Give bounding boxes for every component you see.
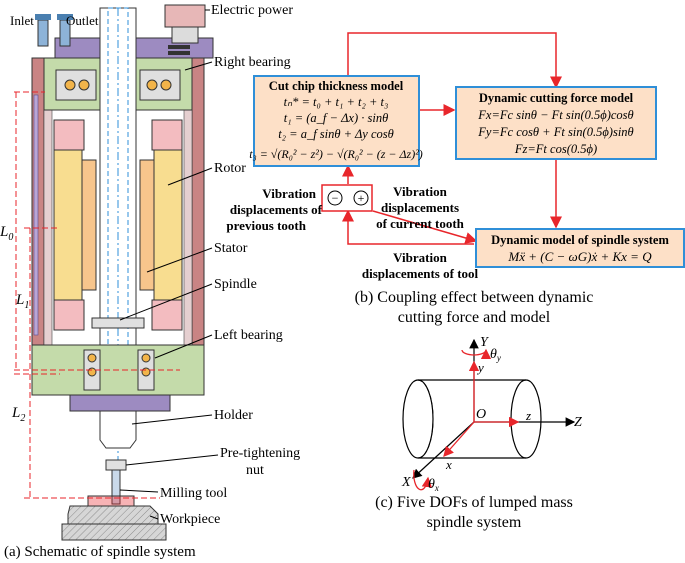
- pretightening-label-1: Pre-tightening: [220, 446, 300, 461]
- L0-label: L0: [0, 224, 13, 243]
- stator-left: [81, 159, 97, 291]
- housing-right-wall: [191, 57, 205, 369]
- caption-a: (a) Schematic of spindle system: [4, 544, 196, 560]
- inlet-label: Inlet: [10, 13, 34, 28]
- electric-power-box: [164, 4, 206, 28]
- cutting-force-box: [455, 86, 657, 160]
- X-axis: [412, 421, 475, 479]
- chip-eq4: t₃ = √(R₀² − z²) − √(R₀² − (z − Δz)²): [249, 147, 423, 161]
- dyn-title: Dynamic model of spindle system: [491, 233, 669, 247]
- electric-power-label: Electric power: [211, 3, 293, 18]
- theta-y-rotation: [461, 348, 492, 360]
- cur-tooth-2: displacements: [381, 200, 459, 215]
- pretightening-label-2: nut: [246, 463, 264, 478]
- chip-eq2: t₁ = (a_f − Δx) · sinθ: [284, 111, 388, 125]
- theta-x-label: θx: [428, 477, 439, 493]
- plus-sign: +: [358, 191, 365, 205]
- y-label: y: [476, 360, 484, 375]
- z-label: z: [525, 408, 531, 423]
- holder-label: Holder: [214, 408, 253, 423]
- minus-sign: −: [332, 191, 339, 205]
- rotor-label: Rotor: [214, 161, 246, 176]
- Z-label: Z: [574, 415, 582, 430]
- power-connector: [171, 26, 199, 44]
- prev-tooth-2: displacements of: [230, 202, 323, 217]
- coupling-diagram: Cut chip thickness model tₙ* = t₀ + t₁ +…: [226, 32, 685, 326]
- dynamic-model-box: [475, 228, 685, 268]
- force-eq1: Fx=Fc sinθ − Ft sin(0.5ϕ)cosθ: [477, 108, 633, 122]
- right-bearing-label: Right bearing: [214, 55, 291, 70]
- chip-title: Cut chip thickness model: [269, 79, 404, 93]
- outlet-label: Outlet: [66, 13, 99, 28]
- workpiece: [67, 505, 159, 525]
- caption-c-2: spindle system: [427, 514, 522, 531]
- left-bearing-label: Left bearing: [214, 328, 283, 343]
- plus-node: [353, 190, 369, 206]
- theta-x-rotation: [413, 469, 433, 491]
- tool-vib-2: displacements of tool: [362, 266, 479, 281]
- tool-holder: [99, 410, 137, 449]
- pretightening-nut: [105, 459, 127, 471]
- chip-eq3: t₂ = a_f sinθ + Δy cosθ: [278, 127, 394, 141]
- theta-y-label: θy: [490, 347, 501, 363]
- milling-tool: [111, 469, 121, 505]
- L1-label: L1: [15, 292, 29, 311]
- rotor-right: [153, 149, 183, 301]
- tool-vib-1: Vibration: [393, 250, 447, 265]
- force-eq2: Fy=Fc cosθ + Ft sin(0.5ϕ)sinθ: [477, 125, 633, 139]
- stator-label: Stator: [214, 241, 248, 256]
- caption-b-1: (b) Coupling effect between dynamic: [355, 289, 594, 306]
- cur-tooth-1: Vibration: [393, 184, 447, 199]
- milling-tool-label: Milling tool: [160, 486, 227, 501]
- O-label: O: [476, 407, 486, 422]
- bottom-flange: [69, 394, 171, 412]
- X-label: X: [401, 475, 411, 490]
- workpiece-label: Workpiece: [160, 512, 220, 527]
- chip-eq1: tₙ* = t₀ + t₁ + t₂ + t₃: [284, 95, 389, 109]
- rotor-left: [53, 149, 83, 301]
- prev-tooth-3: previous tooth: [226, 218, 306, 233]
- chip-thickness-box: [253, 75, 420, 167]
- prev-tooth-1: Vibration: [262, 186, 316, 201]
- x-label: x: [445, 457, 452, 472]
- L2-label: L2: [11, 405, 25, 424]
- caption-b-2: cutting force and model: [398, 309, 551, 326]
- cur-tooth-3: of current tooth: [376, 216, 465, 231]
- inlet-fitting: [37, 19, 49, 47]
- spindle-label: Spindle: [214, 277, 257, 292]
- dyn-eq: Mẍ + (C − ωG)ẋ + Kx = Q: [507, 249, 652, 264]
- stator-right: [139, 159, 155, 291]
- minus-node: [327, 190, 343, 206]
- force-title: Dynamic cutting force model: [479, 91, 634, 105]
- caption-c-1: (c) Five DOFs of lumped mass: [375, 494, 573, 511]
- spindle-schematic: Inlet Outlet Electric power Right bearin…: [0, 3, 300, 560]
- Y-label: Y: [480, 335, 490, 350]
- force-eq3: Fz=Ft cos(0.5ϕ): [514, 142, 597, 156]
- dofs-diagram: Y y θy O z Z X x θx (c) Five DOFs of lum…: [375, 335, 582, 531]
